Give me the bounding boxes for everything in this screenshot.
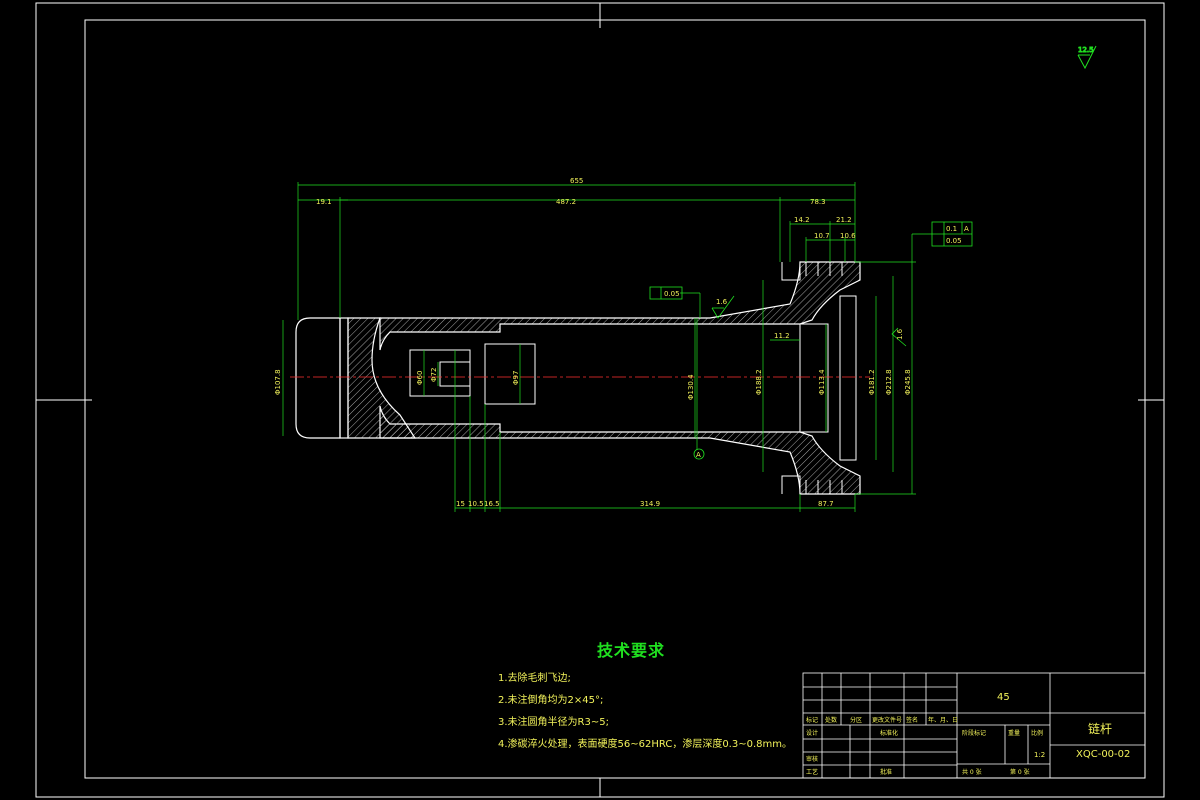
scale-label: 比例 xyxy=(1031,729,1043,737)
datum-marker: A xyxy=(693,448,705,460)
surface-finish-symbol: 12.5 xyxy=(1078,46,1097,70)
dim-groove-d: 10.6 xyxy=(840,232,856,240)
tech-requirements-list: 1.去除毛刺飞边; 2.未注倒角均为2×45°; 3.未注圆角半径为R3~5; … xyxy=(498,668,792,756)
tol-box-1-value: 0.1 xyxy=(946,225,957,233)
dim-bottom-314: 314.9 xyxy=(640,500,660,508)
roughness-symbols xyxy=(711,295,907,347)
dim-groove-b: 21.2 xyxy=(836,216,852,224)
sheet-number: 第 0 张 xyxy=(1010,768,1030,776)
dim-dia-212: Φ212.8 xyxy=(885,369,893,395)
tol-datum-ref: A xyxy=(964,225,969,233)
note-3: 3.未注圆角半径为R3~5; xyxy=(498,717,609,728)
tech-requirements-title: 技术要求 xyxy=(597,641,666,660)
header-label-1: 处数 xyxy=(825,716,837,724)
note-1: 1.去除毛刺飞边; xyxy=(498,673,571,684)
dim-dia-small-3: Φ97 xyxy=(512,371,520,385)
header-label-3: 更改文件号 xyxy=(872,716,902,724)
part-section xyxy=(347,261,861,495)
row-label-standard: 标准化 xyxy=(880,729,898,737)
scale-value: 1:2 xyxy=(1034,751,1045,759)
dimension-lines xyxy=(282,182,932,512)
dim-bottom-16: 16.5 xyxy=(484,500,500,508)
row-label-process: 工艺 xyxy=(806,768,818,776)
part-name: 链杆 xyxy=(1088,721,1112,736)
surface-finish-value: 12.5 xyxy=(1078,46,1094,54)
dim-right-seg: 78.3 xyxy=(810,198,826,206)
dim-main: 487.2 xyxy=(556,198,576,206)
dim-dia-188: Φ188.2 xyxy=(755,369,763,395)
roughness-1-label: 1.6 xyxy=(716,298,728,306)
dim-dia-left: Φ107.8 xyxy=(274,369,282,395)
row-label-design: 设计 xyxy=(806,729,818,737)
dim-groove-a: 14.2 xyxy=(794,216,810,224)
dim-groove-c: 10.7 xyxy=(814,232,830,240)
dim-dia-245: Φ245.8 xyxy=(904,369,912,395)
sheets-total: 共 0 张 xyxy=(962,768,982,776)
header-label-2: 分区 xyxy=(850,716,862,724)
dim-bottom-87: 87.7 xyxy=(818,500,834,508)
title-block-texts: 45 链杆 XQC-00-02 1:2 标记 处数 分区 更改文件号 签名 年、… xyxy=(806,692,1130,776)
roughness-2-label: 1.6 xyxy=(896,328,904,340)
dimension-texts: 655 19.1 487.2 78.3 14.2 21.2 10.7 10.6 … xyxy=(274,177,969,508)
tol-flat-value: 0.05 xyxy=(664,290,680,298)
stage-label: 阶段标记 xyxy=(962,729,986,737)
note-2: 2.未注倒角均为2×45°; xyxy=(498,695,604,706)
tolerance-frames xyxy=(649,221,973,300)
dim-dia-181: Φ181.2 xyxy=(868,369,876,395)
datum-label: A xyxy=(696,451,701,459)
material-label: 45 xyxy=(997,692,1010,703)
row-label-review: 审核 xyxy=(806,755,818,763)
dim-bottom-10: 10.5 xyxy=(468,500,484,508)
header-label-4: 签名 xyxy=(906,716,918,724)
dim-dia-113: Φ113.4 xyxy=(818,369,826,395)
part-left-cap xyxy=(295,317,349,439)
dim-left-seg: 19.1 xyxy=(316,198,332,206)
dim-step: 11.2 xyxy=(774,332,790,340)
dim-dia-small-2: Φ72 xyxy=(430,368,438,382)
header-label-0: 标记 xyxy=(806,716,818,724)
sheet-frame xyxy=(35,2,1165,798)
tol-box-2-value: 0.05 xyxy=(946,237,962,245)
dim-dia-bore: Φ130.4 xyxy=(687,374,695,400)
dim-dia-small-1: Φ60 xyxy=(416,371,424,385)
dim-overall: 655 xyxy=(570,177,583,185)
drawing-number: XQC-00-02 xyxy=(1076,749,1130,760)
weight-label: 重量 xyxy=(1008,729,1020,737)
dim-bottom-15: 15 xyxy=(456,500,465,508)
note-4: 4.渗碳淬火处理，表面硬度56~62HRC，渗层深度0.3~0.8mm。 xyxy=(498,739,792,750)
title-block xyxy=(802,672,1146,779)
header-label-5: 年、月、日 xyxy=(928,716,958,724)
row-label-approve: 批准 xyxy=(880,768,892,776)
